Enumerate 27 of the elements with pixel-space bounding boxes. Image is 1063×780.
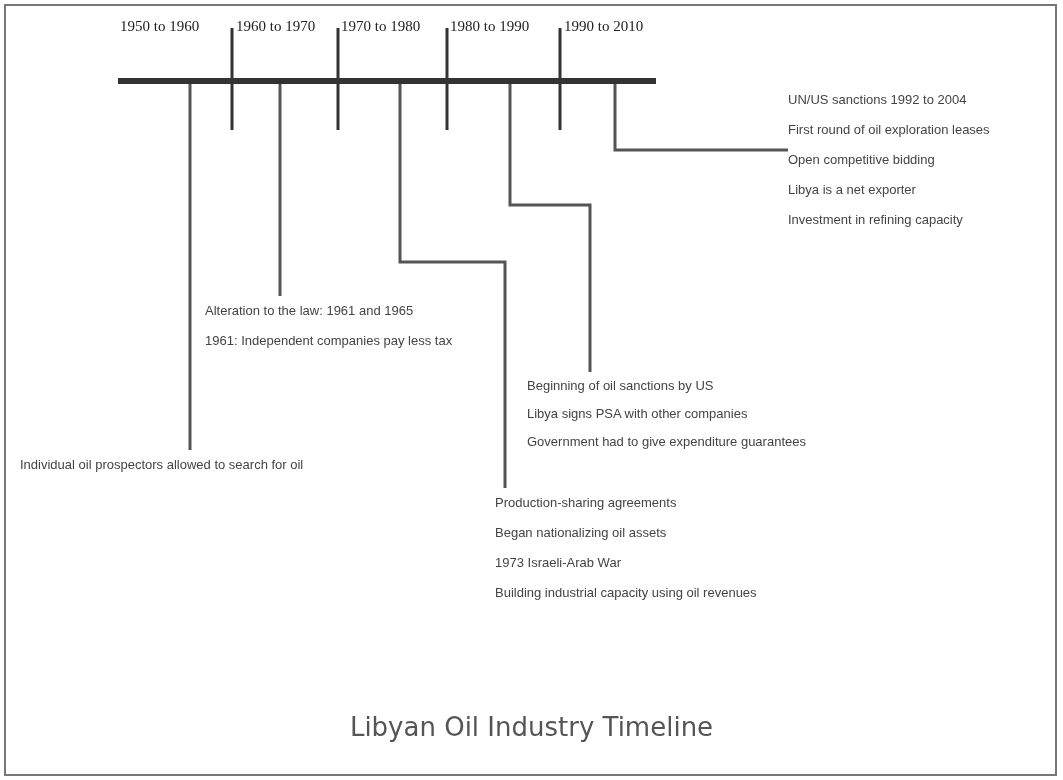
leader-line: [398, 84, 507, 488]
event-text: Libya signs PSA with other companies: [527, 405, 749, 423]
event-text: Alteration to the law: 1961 and 1965: [205, 302, 415, 320]
period-label: 1950 to 1960: [120, 18, 200, 35]
event-text: 1961: Independent companies pay less tax: [205, 332, 453, 350]
event-text: Investment in refining capacity: [788, 211, 964, 229]
event-text: Individual oil prospectors allowed to search for oil: [20, 456, 304, 474]
event-text: Building industrial capacity using oil revenues: [495, 584, 757, 602]
period-label: 1980 to 1990: [450, 18, 530, 35]
event-text: Open competitive bidding: [788, 151, 936, 169]
period-label: 1990 to 2010: [564, 18, 644, 35]
event-text: First round of oil exploration leases: [788, 121, 990, 139]
leader-line: [278, 84, 282, 296]
event-text: Production-sharing agreements: [495, 494, 678, 512]
leader-line: [508, 84, 592, 372]
period-label: 1970 to 1980: [341, 18, 421, 35]
event-text: Began nationalizing oil assets: [495, 524, 668, 542]
timeline-axis: [118, 78, 656, 84]
leader-line: [613, 84, 788, 152]
event-text: Government had to give expenditure guarantees: [527, 433, 806, 451]
event-text: UN/US sanctions 1992 to 2004: [788, 91, 968, 109]
event-text: Beginning of oil sanctions by US: [527, 377, 715, 395]
title: Libyan Oil Industry Timeline: [348, 712, 715, 742]
event-text: 1973 Israeli-Arab War: [495, 554, 622, 572]
period-label: 1960 to 1970: [236, 18, 316, 35]
event-text: Libya is a net exporter: [788, 181, 917, 199]
leader-line: [188, 84, 192, 450]
